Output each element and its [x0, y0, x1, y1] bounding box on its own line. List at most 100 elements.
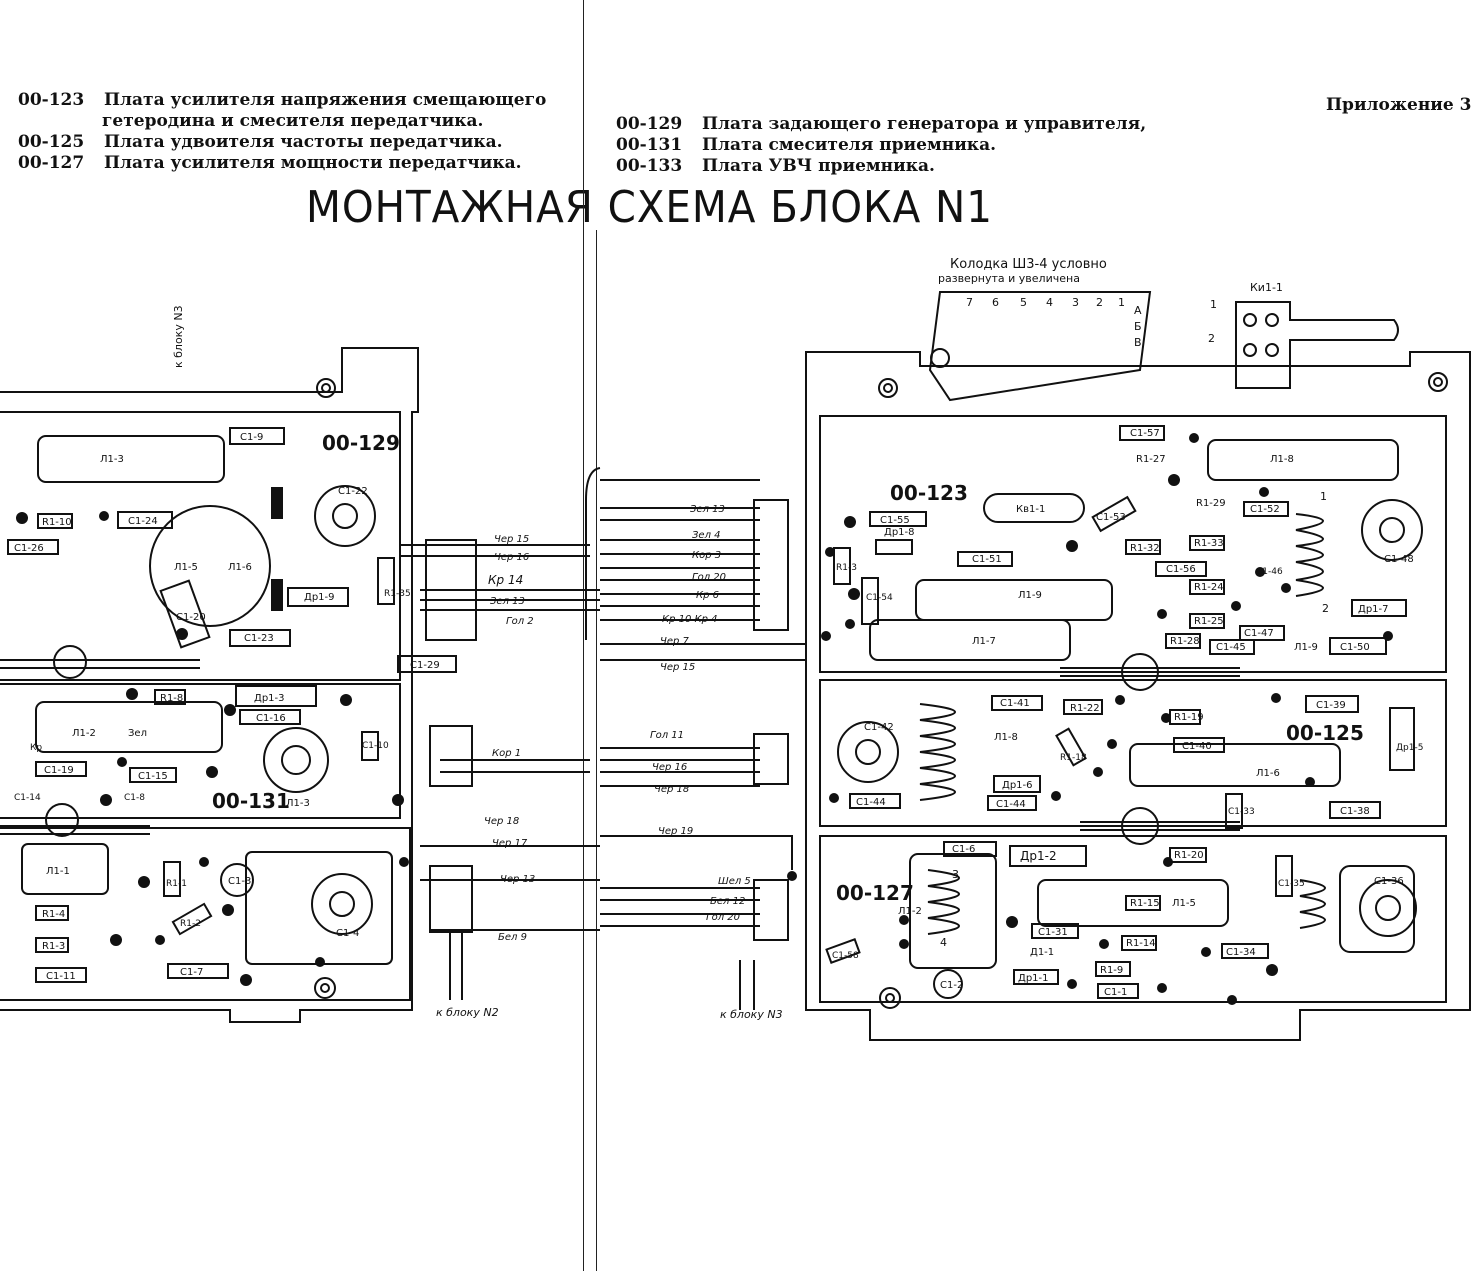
legend-code: 00-125 [18, 132, 85, 152]
component-label: С1-10 [362, 741, 389, 751]
connector-pin: 5 [1020, 296, 1027, 309]
board-131-outline [0, 683, 401, 819]
component-label: Др1-2 [1020, 849, 1057, 863]
tube-l1-6 [1129, 743, 1341, 787]
component-label: С1-34 [1226, 947, 1256, 958]
legend-row: 00-129 Плата задающего генератора и управ… [616, 114, 1146, 135]
board-133-outline [0, 827, 411, 1001]
connector-pin: В [1134, 336, 1142, 349]
connector-pin: 2 [1096, 296, 1103, 309]
tube-l1-9 [915, 579, 1113, 621]
component-label: С1-42 [864, 722, 894, 733]
component-label: R1-1 [166, 879, 187, 889]
coil-pin: 2 [1322, 602, 1329, 615]
switch-pin: 1 [1210, 298, 1217, 311]
component-label: С1-20 [176, 612, 206, 623]
component-label: С1-39 [1316, 700, 1346, 711]
board-123-outline [819, 415, 1447, 673]
component-label: Кв1-1 [1016, 504, 1045, 515]
board-label-127: 00-127 [836, 881, 914, 905]
to-block3-bottom-label: к блоку N3 [720, 1008, 783, 1021]
legend-code: 00-131 [616, 135, 683, 155]
component-label: Л1-2 [898, 906, 922, 917]
component-label: С1-31 [1038, 927, 1068, 938]
legend-text: Плата УВЧ приемника. [702, 156, 935, 176]
component-label: R1-32 [1130, 543, 1160, 554]
legend-code: 00-129 [616, 114, 683, 134]
page-fold-line [596, 230, 597, 1271]
left-chassis-outline [0, 347, 419, 1023]
legend-text: гетеродина и смесителя передатчика. [102, 111, 484, 131]
component-label: С1-24 [128, 516, 158, 527]
component-label: С1-11 [46, 971, 76, 982]
component-label: С1-19 [44, 765, 74, 776]
component-label: С1-36 [1374, 876, 1404, 887]
switch-label: Ки1-1 [1250, 281, 1283, 294]
component-label: R1-3 [836, 563, 857, 573]
component-label: С1-40 [1182, 741, 1212, 752]
component-label: R1-14 [1126, 938, 1156, 949]
board-label-129: 00-129 [322, 431, 400, 455]
wire-label: Зел 13 [690, 504, 725, 515]
component-label: R1-33 [1194, 538, 1224, 549]
legend-code: 00-133 [616, 156, 683, 176]
component-label: Др1-6 [1002, 780, 1033, 791]
page-title: МОНТАЖНАЯ СХЕМА БЛОКА N1 [306, 182, 993, 233]
legend-right: 00-129 Плата задающего генератора и управ… [616, 114, 1146, 177]
component-label: Др1-8 [884, 527, 915, 538]
wire-label: Чер 17 [492, 838, 528, 849]
component-label: R1-22 [1070, 703, 1100, 714]
switch-pin: 2 [1208, 332, 1215, 345]
component-label: С1-46 [1256, 567, 1283, 577]
component-label: R1-20 [1174, 850, 1204, 861]
board-125-outline [819, 679, 1447, 827]
connector-caption-line1: Колодка Ш3-4 условно [950, 257, 1107, 272]
component-label: Зел [128, 728, 147, 739]
component-label: С1-44 [856, 797, 886, 808]
component-label: С1-3 [228, 876, 251, 887]
component-label: Л1-1 [46, 866, 70, 877]
tube-l1-7 [869, 619, 1071, 661]
connector-pin: Б [1134, 320, 1142, 333]
wire-label: Бел 12 [710, 896, 745, 907]
tube-l1-1 [21, 843, 109, 895]
wire-label: Кр 14 [488, 573, 523, 587]
component-label: R1-24 [1194, 582, 1224, 593]
coil-pin: 4 [940, 936, 947, 949]
component-label: С1-38 [1340, 806, 1370, 817]
component-label: Л1-6 [1256, 768, 1280, 779]
wire-label: Чер 16 [494, 552, 529, 563]
component-label: С1-41 [1000, 698, 1030, 709]
connector-pin: 3 [1072, 296, 1079, 309]
component-label: С1-55 [880, 515, 910, 526]
coil-pin: 3 [952, 868, 959, 881]
connector-pin: 1 [1118, 296, 1125, 309]
board-127-outline [819, 835, 1447, 1003]
to-block3-top-label: к блоку N3 [172, 305, 185, 368]
component-label: С1-57 [1130, 428, 1160, 439]
tube-l1-8 [1207, 439, 1399, 481]
wire-label: Чер 18 [654, 784, 689, 795]
tube-l1-3 [37, 435, 225, 483]
wire-label: Чер 16 [652, 762, 687, 773]
component-label: Д1-1 [1030, 947, 1054, 958]
board-label-123: 00-123 [890, 481, 968, 505]
wire-label: Кр 6 [696, 590, 719, 601]
component-label: С1-29 [410, 660, 440, 671]
component-label: Др1-9 [304, 592, 335, 603]
component-label: Др1-3 [254, 693, 285, 704]
legend-text: Плата задающего генератора и управителя, [702, 114, 1147, 134]
appendix-label: Приложение 3 [1326, 95, 1472, 115]
wire-label: Кр 10 Кр 4 [662, 614, 718, 625]
wire-label: Шел 5 [718, 876, 751, 887]
wire-label: Кор 3 [692, 550, 721, 561]
coil-pin: 1 [1320, 490, 1327, 503]
component-label: Л1-7 [972, 636, 996, 647]
component-label: С1-53 [1096, 512, 1126, 523]
